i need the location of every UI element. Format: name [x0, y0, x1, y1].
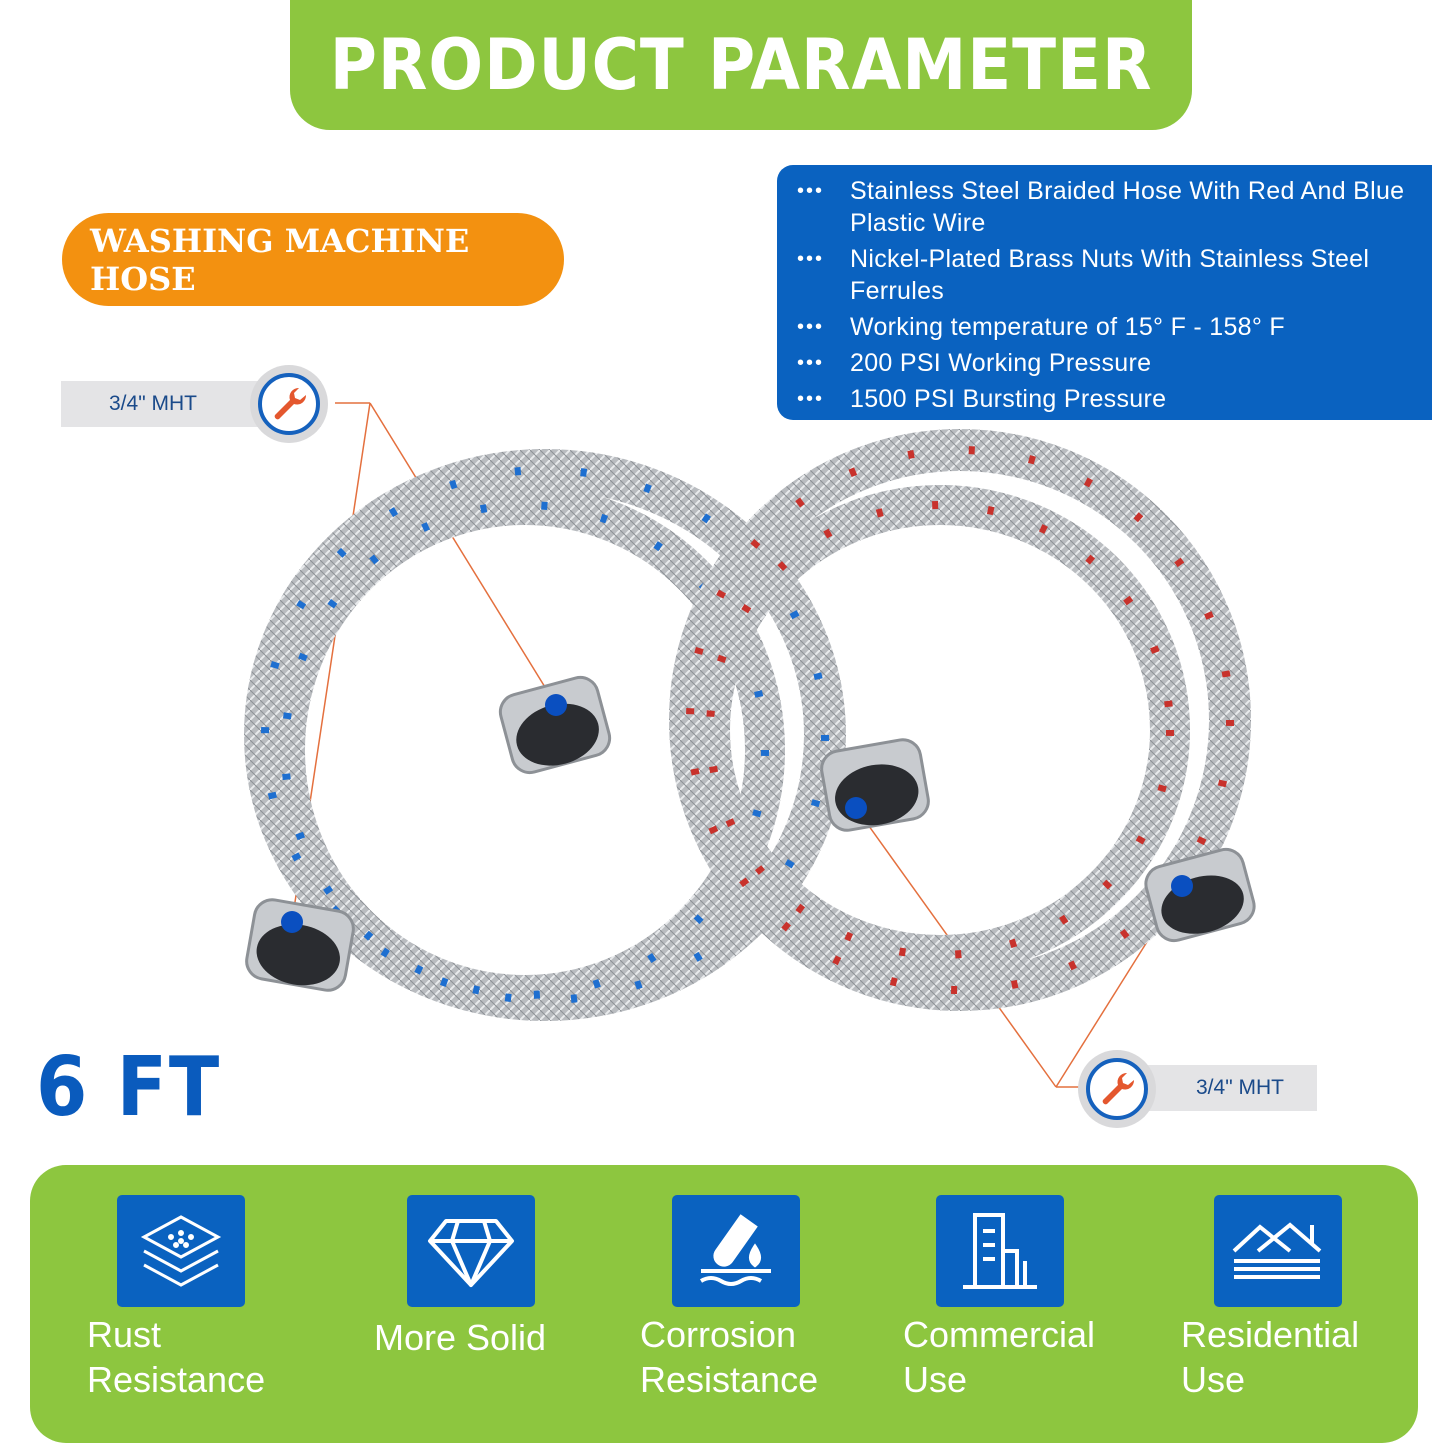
fitting [498, 675, 612, 775]
layers-icon [117, 1195, 245, 1307]
spec-item: 1500 PSI Bursting Pressure [797, 383, 1412, 415]
hose-length: 6 FT [36, 1040, 222, 1135]
feature-more-solid [407, 1195, 535, 1307]
feature-rust-resistance [117, 1195, 245, 1307]
fitting [1144, 847, 1256, 943]
product-name: WASHING MACHINE HOSE [90, 221, 470, 298]
diamond-icon [407, 1195, 535, 1307]
red-hose [669, 429, 1251, 1011]
test-tube-drop-icon [672, 1195, 800, 1307]
blue-hose [244, 449, 846, 1021]
connector-size: 3/4" MHT [109, 392, 197, 415]
spec-item: 200 PSI Working Pressure [797, 347, 1412, 379]
product-name-badge: WASHING MACHINE HOSE [62, 213, 564, 306]
spec-list: Stainless Steel Braided Hose With Red An… [797, 175, 1412, 415]
feature-label: More Solid [374, 1317, 547, 1358]
spec-item: Stainless Steel Braided Hose With Red An… [797, 175, 1412, 239]
connector-markers [281, 694, 1193, 933]
spec-list-panel: Stainless Steel Braided Hose With Red An… [777, 165, 1432, 420]
connector-size: 3/4" MHT [1196, 1076, 1284, 1099]
feature-commercial-use [936, 1195, 1064, 1307]
wrench-icon [250, 365, 328, 443]
building-icon [936, 1195, 1064, 1307]
page-title: PRODUCT PARAMETER [329, 24, 1153, 106]
feature-corrosion-resistance [672, 1195, 800, 1307]
spec-item: Working temperature of 15° F - 158° F [797, 311, 1412, 343]
wrench-icon [1078, 1050, 1156, 1128]
title-banner: PRODUCT PARAMETER [290, 0, 1192, 130]
fitting [245, 898, 355, 992]
connector-label-right: 3/4" MHT [1130, 1065, 1317, 1111]
house-icon [1214, 1195, 1342, 1307]
spec-item: Nickel-Plated Brass Nuts With Stainless … [797, 243, 1412, 307]
fitting [820, 738, 930, 832]
feature-residential-use [1214, 1195, 1342, 1307]
